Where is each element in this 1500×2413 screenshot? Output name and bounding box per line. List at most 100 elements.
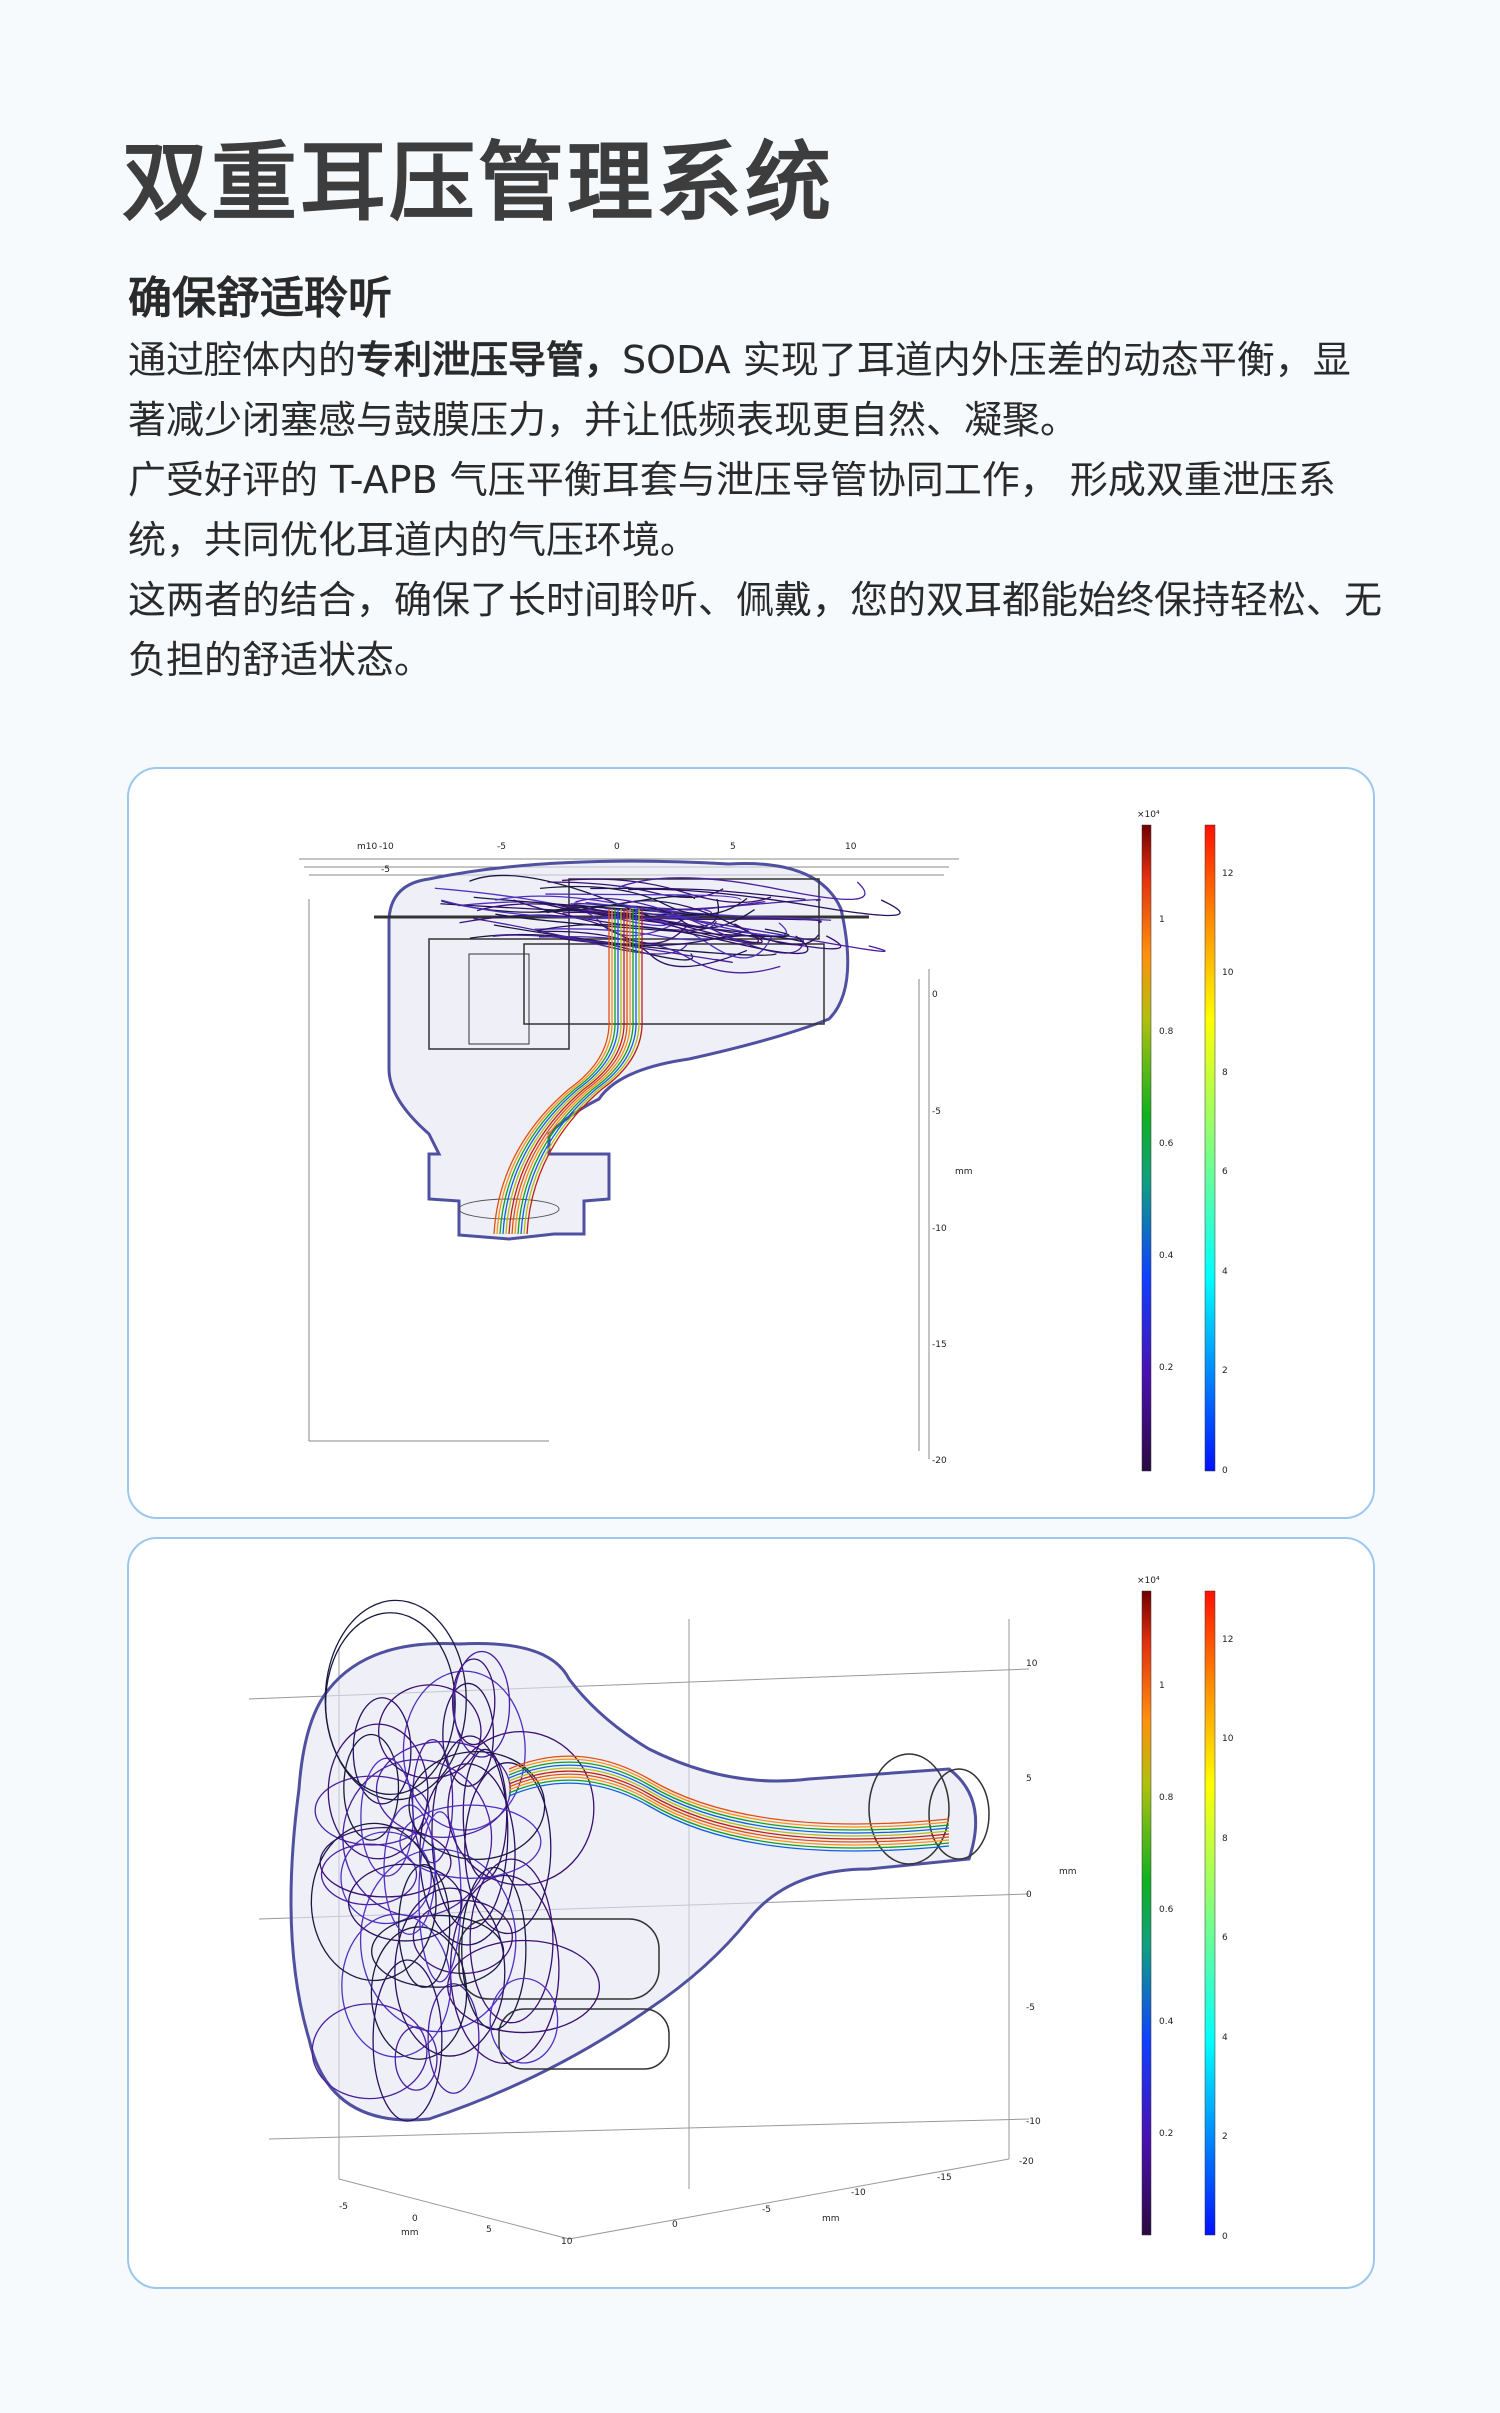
- axis-labels: -10 -5 0 5 10 m10 -5 0 -5 -10 -15 -20 mm: [357, 842, 973, 1466]
- tick-label: m10: [357, 842, 377, 852]
- tick-label: 0: [412, 2214, 418, 2224]
- streamline: [508, 1770, 950, 1840]
- tick-label: -10: [851, 2188, 866, 2198]
- axis-unit: mm: [1059, 1867, 1077, 1877]
- simulation-front-view: ×10⁴ 1 0.8 0.6 0.4 0.2 12 10 8 6 4 2 0 -…: [299, 810, 1234, 1476]
- streamline: [352, 1696, 412, 1805]
- streamline: [547, 881, 724, 899]
- simulation-perspective-view: ×10⁴ 1 0.8 0.6 0.4 0.2 12 10 8 6 4 2 0 1…: [248, 1576, 1234, 2247]
- tick-label: 0.8: [1159, 1793, 1174, 1803]
- tick-label: -5: [932, 1107, 941, 1117]
- streamline: [324, 1599, 467, 1801]
- tick-label: 10: [1026, 1659, 1038, 1669]
- streamline: [462, 1748, 508, 1880]
- streamline: [502, 909, 619, 1235]
- axis-unit: mm: [955, 1167, 973, 1177]
- streamline: [341, 1913, 452, 2058]
- streamline: [431, 1734, 509, 1930]
- axis-unit: mm: [401, 2228, 419, 2238]
- page-title: 双重耳压管理系统: [122, 133, 834, 233]
- streamline: [461, 1866, 527, 2031]
- streamline: [520, 909, 637, 1235]
- tick-label: 2: [1222, 2132, 1228, 2142]
- tick-label: 0.6: [1159, 1905, 1174, 1915]
- streamline: [508, 909, 625, 1235]
- colorbar-velocity: ×10⁴ 1 0.8 0.6 0.4 0.2: [1137, 1576, 1174, 2236]
- tick-label: -20: [932, 1456, 947, 1466]
- paragraph-1: 通过腔体内的专利泄压导管，SODA 实现了耳道内外压差的动态平衡，显著减少闭塞感…: [128, 330, 1388, 450]
- simulation-panel-front: ×10⁴ 1 0.8 0.6 0.4 0.2 12 10 8 6 4 2 0 -…: [127, 767, 1375, 1519]
- colorbar-pressure: 12 10 8 6 4 2 0: [1204, 1590, 1234, 2242]
- streamline: [394, 2026, 438, 2091]
- tick-label: 4: [1222, 1267, 1228, 1277]
- tick-label: 10: [561, 2237, 573, 2247]
- tick-label: 5: [1026, 1774, 1032, 1784]
- streamline: [514, 909, 631, 1235]
- tick-label: 8: [1222, 1068, 1228, 1078]
- streamline: [517, 909, 634, 1235]
- tick-label: 6: [1222, 1933, 1228, 1943]
- tick-label: 10: [1222, 1734, 1234, 1744]
- tick-label: -20: [1019, 2157, 1034, 2167]
- highlight-text: 专利泄压导管，: [356, 338, 623, 382]
- streamline: [447, 1939, 601, 2034]
- streamline: [342, 1759, 493, 1918]
- streamline: [473, 917, 689, 955]
- colorbar-multiplier: ×10⁴: [1137, 810, 1160, 820]
- tick-label: -15: [932, 1340, 947, 1350]
- tick-label: 5: [730, 842, 736, 852]
- streamline: [545, 893, 742, 901]
- streamline: [447, 1731, 595, 1886]
- tick-label: 1: [1159, 1681, 1165, 1691]
- streamline: [476, 903, 759, 944]
- streamline: [340, 1831, 432, 1925]
- streamline: [496, 909, 613, 1235]
- streamline: [585, 901, 832, 921]
- streamline: [604, 907, 886, 953]
- flow-streamlines: [310, 1599, 950, 2123]
- streamline: [493, 924, 777, 956]
- streamline: [618, 877, 866, 901]
- streamline: [508, 1767, 950, 1837]
- streamline: [508, 1755, 950, 1825]
- streamline: [473, 896, 704, 918]
- streamline: [499, 909, 616, 1235]
- streamline: [372, 1959, 443, 2123]
- tick-label: -10: [932, 1224, 947, 1234]
- streamline: [508, 1779, 950, 1849]
- flow-streamlines: [434, 874, 901, 1235]
- tick-label: -5: [1026, 2003, 1035, 2013]
- tick-label: -5: [339, 2202, 348, 2212]
- streamline: [324, 1612, 456, 1796]
- tick-label: -10: [379, 842, 394, 852]
- tick-label: 0.4: [1159, 2017, 1174, 2027]
- colorbar-pressure: 12 10 8 6 4 2 0: [1204, 824, 1234, 1476]
- tick-label: 8: [1222, 1834, 1228, 1844]
- section-subtitle: 确保舒适聆听: [128, 273, 392, 324]
- streamline: [508, 1773, 950, 1843]
- streamline: [508, 1782, 950, 1852]
- streamline: [394, 1887, 506, 2057]
- tick-label: 10: [1222, 968, 1234, 978]
- tick-label: -5: [381, 865, 390, 875]
- earphone-model: [374, 859, 901, 1241]
- tick-label: 0.4: [1159, 1251, 1174, 1261]
- streamline: [508, 1761, 950, 1831]
- tick-label: 12: [1222, 869, 1233, 879]
- colorbar-multiplier: ×10⁴: [1137, 1576, 1160, 1586]
- axis-unit: mm: [822, 2214, 840, 2224]
- streamline: [526, 909, 643, 1235]
- streamline: [493, 909, 610, 1235]
- text: SODA 实现了耳道内外压差的动态平衡，显著减少闭塞感与鼓膜压力，并让低频表现更…: [128, 338, 1351, 442]
- streamline: [427, 1983, 480, 2095]
- streamline: [399, 1804, 542, 1879]
- streamline: [310, 1822, 437, 1982]
- streamline: [562, 911, 842, 950]
- tick-label: 1: [1159, 915, 1165, 925]
- streamline: [347, 1863, 463, 1942]
- paragraph-2: 广受好评的 T-APB 气压平衡耳套与泄压导管协同工作， 形成双重泄压系统，共同…: [128, 458, 1336, 562]
- tick-label: 0: [672, 2220, 678, 2230]
- text: 通过腔体内的: [128, 338, 357, 382]
- description: 通过腔体内的专利泄压导管，SODA 实现了耳道内外压差的动态平衡，显著减少闭塞感…: [128, 330, 1388, 690]
- tick-label: 4: [1222, 2033, 1228, 2043]
